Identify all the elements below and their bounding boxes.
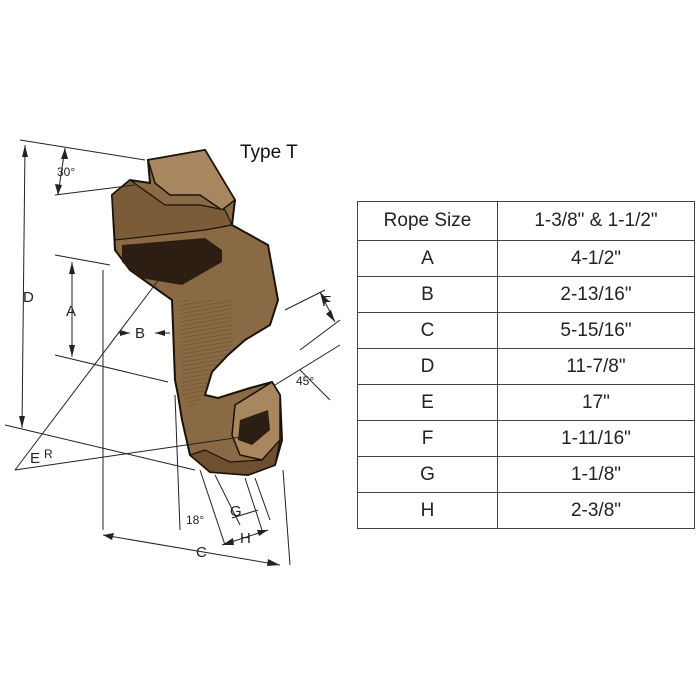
row-dim-value: 1-1/8" [497, 456, 695, 493]
label-f: F [322, 293, 331, 310]
label-angle-18: 18° [186, 513, 204, 527]
label-g: G [230, 503, 242, 520]
socket-hatch [180, 300, 232, 410]
row-dim-value: 1-11/16" [497, 420, 695, 457]
socket-illustration [110, 148, 284, 477]
socket-cavity [122, 238, 222, 285]
socket-top-ledge [147, 149, 236, 211]
label-r: R [44, 447, 53, 461]
row-dim-label: A [357, 240, 498, 277]
row-dim-value: 5-15/16" [497, 312, 695, 349]
row-dim-label: D [357, 348, 498, 385]
table-row: H 2-3/8" [357, 492, 695, 529]
label-a: A [66, 303, 76, 320]
table-row: F 1-11/16" [357, 420, 695, 457]
table-row: A 4-1/2" [357, 240, 695, 277]
table-row: D 11-7/8" [357, 348, 695, 385]
label-d: D [23, 289, 34, 306]
row-dim-label: F [357, 420, 498, 457]
row-dim-label: H [357, 492, 498, 529]
header-rope-size: Rope Size [357, 201, 498, 241]
row-dim-label: G [357, 456, 498, 493]
socket-upper-lip [111, 179, 233, 241]
row-dim-label: C [357, 312, 498, 349]
label-h: H [240, 530, 251, 547]
table-row: G 1-1/8" [357, 456, 695, 493]
label-angle-45: 45° [296, 374, 314, 388]
table-row: B 2-13/16" [357, 276, 695, 313]
label-c: C [196, 544, 207, 561]
row-dim-label: B [357, 276, 498, 313]
row-dim-value: 17" [497, 384, 695, 421]
row-dim-value: 4-1/2" [497, 240, 695, 277]
table-row: C 5-15/16" [357, 312, 695, 349]
row-dim-value: 11-7/8" [497, 348, 695, 385]
dimension-arrowheads [19, 145, 335, 566]
row-dim-value: 2-13/16" [497, 276, 695, 313]
dimension-table: Rope Size 1-3/8" & 1-1/2" A 4-1/2" B 2-1… [357, 201, 695, 529]
header-size-value: 1-3/8" & 1-1/2" [497, 201, 695, 241]
table-row: E 17" [357, 384, 695, 421]
row-dim-label: E [357, 384, 498, 421]
label-b: B [135, 325, 145, 342]
socket-base [188, 437, 282, 476]
row-dim-value: 2-3/8" [497, 492, 695, 529]
label-e: E [30, 450, 40, 467]
diagram-title: Type T [240, 142, 298, 163]
label-angle-30: 30° [57, 165, 75, 179]
table-header-row: Rope Size 1-3/8" & 1-1/2" [357, 201, 695, 241]
